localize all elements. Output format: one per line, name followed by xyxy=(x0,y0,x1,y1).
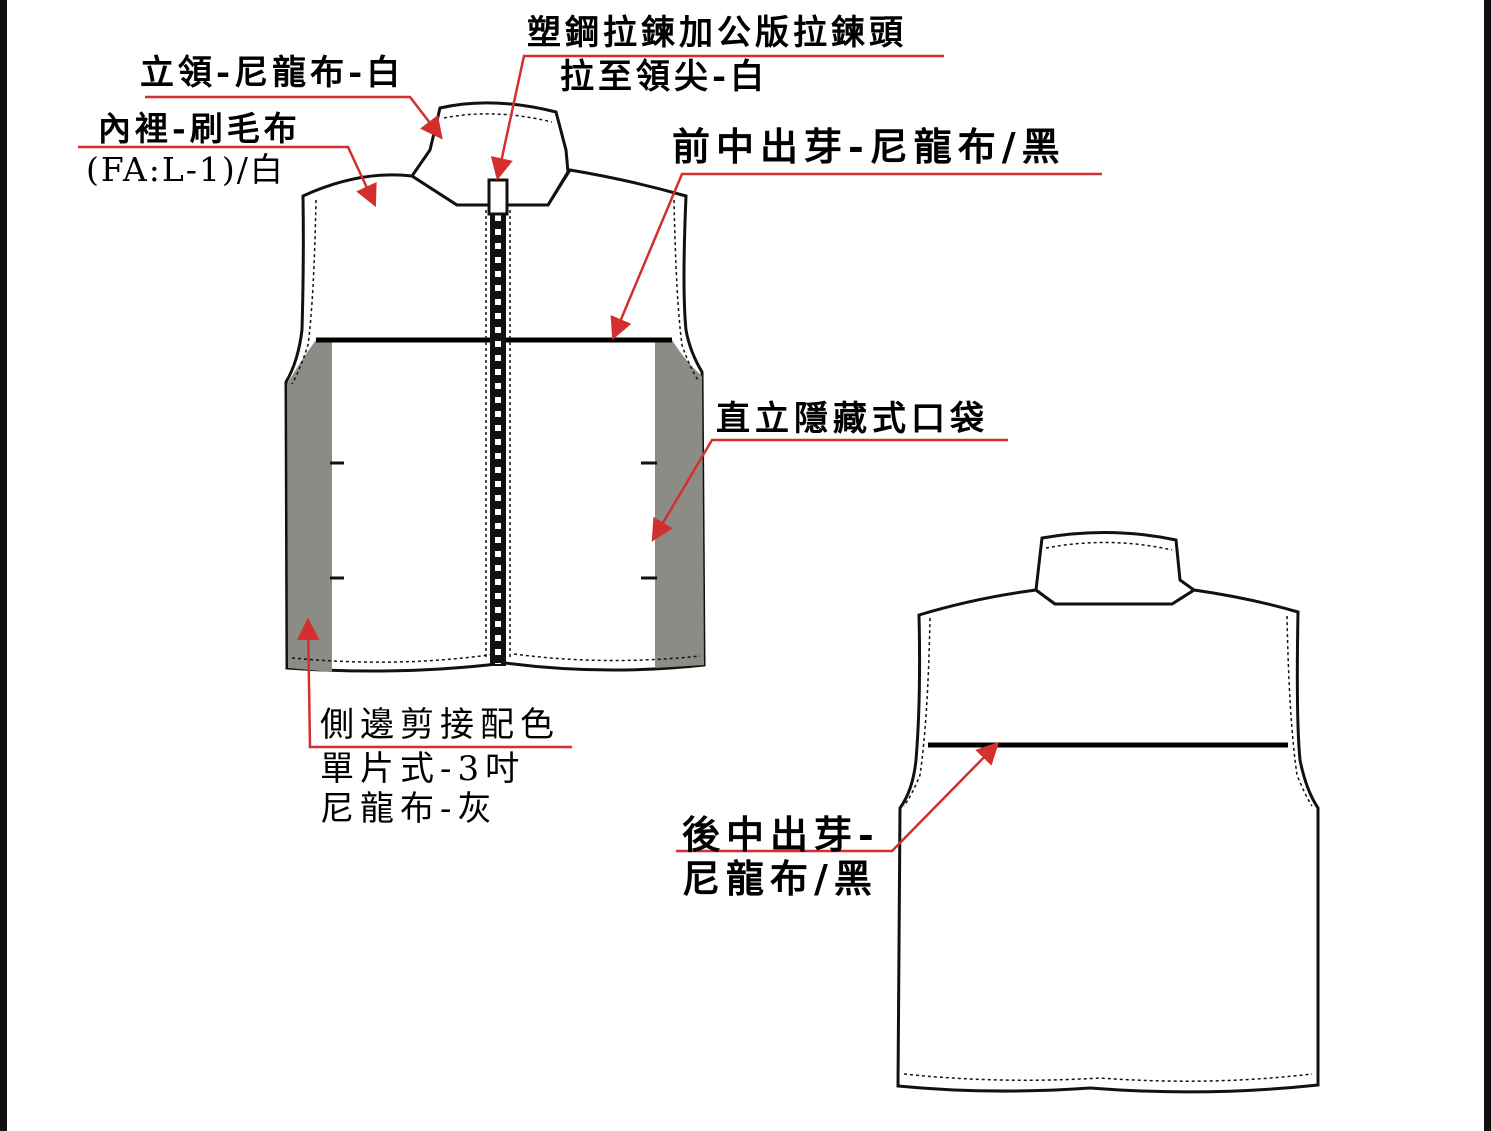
leader-collar xyxy=(145,95,443,140)
label-lining-line2: (FA:L-1)/白 xyxy=(86,150,285,189)
front-hem-stitch xyxy=(291,653,701,663)
annotation-leaders xyxy=(78,54,1102,853)
label-pocket: 直立隱藏式口袋 xyxy=(716,399,989,439)
leader-lining xyxy=(78,145,377,208)
front-right-side-panel xyxy=(655,340,704,668)
front-collar-stitch xyxy=(443,113,553,123)
back-collar-stitch xyxy=(1045,541,1173,551)
label-front-piping: 前中出芽-尼龍布/黑 xyxy=(672,124,1066,169)
back-vest xyxy=(896,531,1320,1094)
front-zipper xyxy=(490,182,506,666)
label-back-piping-line2: 尼龍布/黑 xyxy=(682,856,878,901)
front-vest xyxy=(284,101,706,673)
label-side-line2: 單片式-3吋 xyxy=(320,749,526,789)
page-border-left xyxy=(0,0,7,1131)
back-vest-body xyxy=(896,588,1320,1094)
label-side-line3: 尼龍布-灰 xyxy=(320,789,498,829)
front-left-side-panel xyxy=(287,340,332,672)
back-collar xyxy=(1034,531,1197,606)
page-border-right xyxy=(1484,0,1491,1131)
label-zipper-line2: 拉至領尖-白 xyxy=(560,57,769,97)
label-lining-line1: 內裡-刷毛布 xyxy=(98,109,301,148)
leader-back-piping xyxy=(676,741,1000,853)
label-collar: 立領-尼龍布-白 xyxy=(140,53,405,93)
label-side-line1: 側邊剪接配色 xyxy=(320,705,560,745)
leader-front-piping xyxy=(610,172,1102,341)
back-left-armhole-stitch xyxy=(903,617,931,807)
zipper-pull-icon xyxy=(487,178,509,216)
leader-pocket xyxy=(651,438,1008,542)
label-back-piping-line1: 後中出芽- xyxy=(682,812,880,857)
front-right-armhole-stitch xyxy=(673,199,699,381)
front-left-armhole-stitch xyxy=(291,199,317,385)
back-right-armhole-stitch xyxy=(1286,615,1313,807)
leader-zipper xyxy=(490,54,944,181)
front-collar xyxy=(409,101,570,207)
back-hem-stitch xyxy=(903,1073,1313,1082)
label-zipper-line1: 塑鋼拉鍊加公版拉鍊頭 xyxy=(527,13,907,53)
leader-side-panel xyxy=(297,617,572,749)
